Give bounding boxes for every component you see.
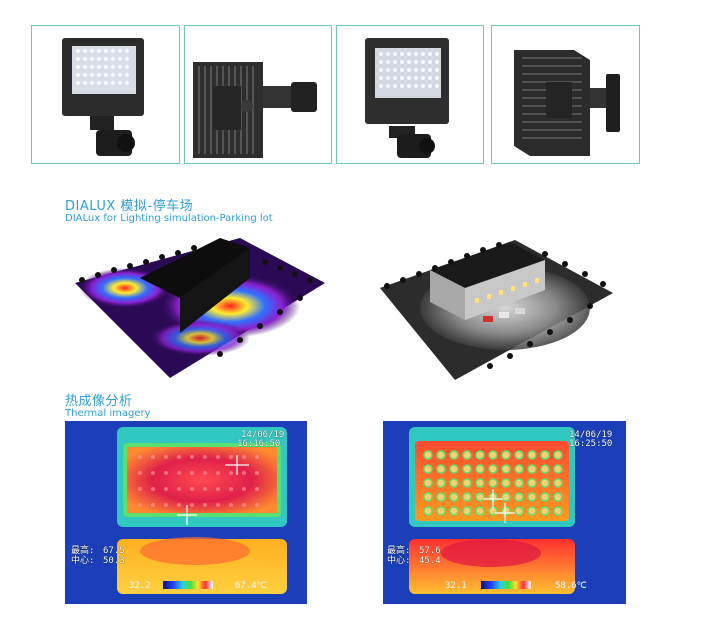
thermal-left-center-value: 50.3 [103,556,125,566]
simulation-title: DIALUX 模拟-停车场 [65,199,194,214]
thermal-right-scale-max: 58.6℃ [555,581,587,591]
thermal-right-center-label: 中心: [387,556,411,566]
thermal-left-max-label: 最高: [71,546,95,556]
thermal-image-right: 14/06/19 16:25:50 最高: 57.6 中心: 45.4 32.1… [383,421,626,604]
product-photo-front [31,25,180,164]
thermal-left-date: 14/06/19 [241,430,285,440]
thermal-left-max-value: 67.5 [103,546,125,556]
thermal-right-scale-min: 32.1 [445,581,467,591]
thermal-left-scale-max: 67.4℃ [235,581,267,591]
thermal-right-center-value: 45.4 [419,556,441,566]
product-photo-back [184,25,332,164]
thermal-subtitle: Thermal imagery [65,408,151,419]
simulation-subtitle: DIALux for Lighting simulation-Parking l… [65,213,273,224]
product-photo-front-angled [336,25,484,164]
thermal-right-time: 16:25:50 [569,439,613,449]
thermal-left-time: 16:16:50 [237,439,281,449]
dialux-3d-render [375,228,615,383]
thermal-right-max-label: 最高: [387,546,411,556]
thermal-right-max-value: 57.6 [419,546,441,556]
thermal-image-left: 14/06/19 16:16:50 最高: 67.5 中心: 50.3 32.2… [65,421,307,604]
dialux-false-color-render [70,228,330,383]
thermal-left-scale-min: 32.2 [129,581,151,591]
thermal-right-date: 14/06/19 [569,430,613,440]
thermal-title: 热成像分析 [65,394,133,409]
product-photo-back-angled [491,25,640,164]
thermal-left-center-label: 中心: [71,556,95,566]
